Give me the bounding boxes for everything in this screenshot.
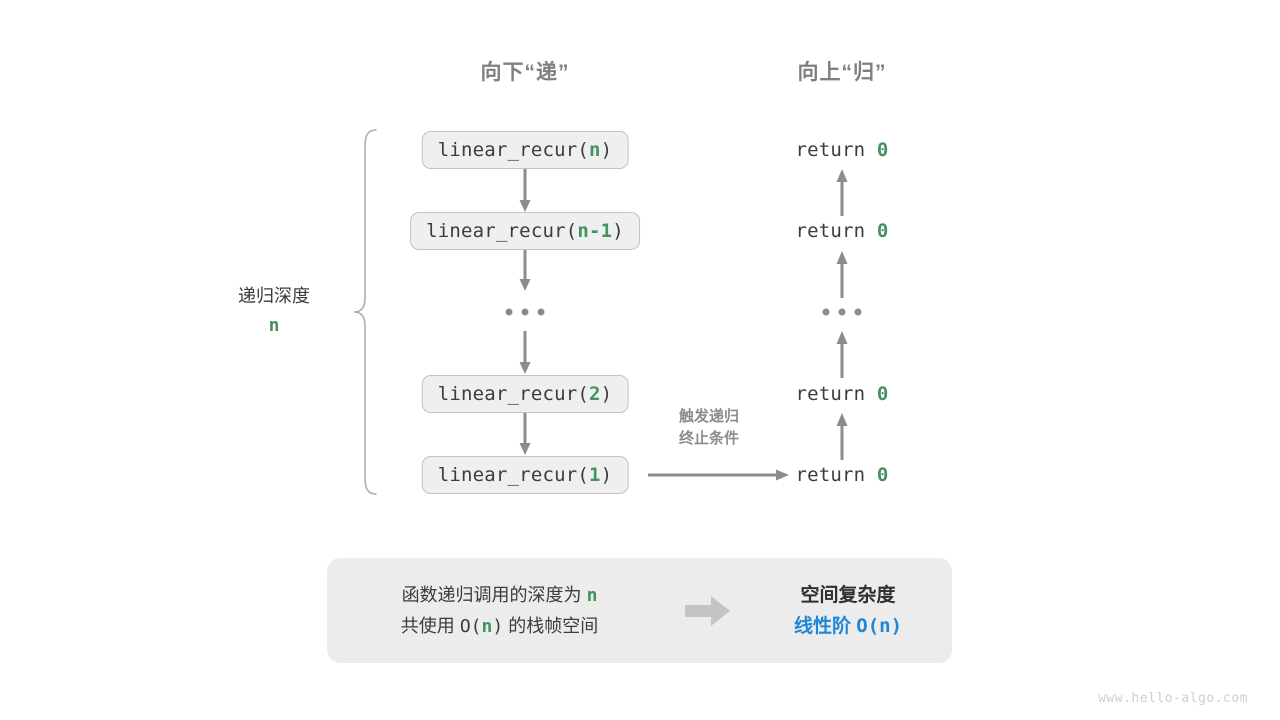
return-value: 0 bbox=[876, 139, 889, 161]
down-arrow-3 bbox=[519, 331, 531, 374]
summary-line-2-post: 的栈帧空间 bbox=[508, 615, 599, 636]
call-box-close: ) bbox=[612, 220, 624, 242]
dot bbox=[838, 308, 846, 316]
dot bbox=[854, 308, 862, 316]
summary-line-1-var: n bbox=[586, 584, 598, 606]
call-box-close: ) bbox=[600, 139, 613, 161]
watermark: www.hello-algo.com bbox=[1098, 691, 1248, 706]
return-value: 0 bbox=[876, 383, 889, 405]
down-arrow-1 bbox=[519, 169, 531, 212]
recursion-depth-text: 递归深度 bbox=[238, 286, 310, 306]
complexity-order-expr: O(n) bbox=[856, 614, 903, 637]
summary-right-text: 空间复杂度 线性阶 O(n) bbox=[744, 580, 952, 642]
down-arrow-2 bbox=[519, 250, 531, 291]
call-box-name: linear_recur( bbox=[426, 220, 578, 242]
termination-condition-note: 触发递归 终止条件 bbox=[679, 406, 739, 450]
call-box-close: ) bbox=[600, 464, 613, 486]
column-heading-descend: 向下“递” bbox=[480, 61, 570, 84]
summary-line-2-close: ) bbox=[492, 615, 504, 637]
termination-note-line1: 触发递归 bbox=[678, 408, 740, 425]
return-statement-2: return 0 bbox=[795, 220, 888, 242]
call-box-name: linear_recur( bbox=[437, 464, 590, 486]
call-box-name: linear_recur( bbox=[437, 383, 590, 405]
column-heading-ascend: 向上“归” bbox=[797, 61, 887, 84]
summary-left-text: 函数递归调用的深度为 n 共使用 O(n) 的栈帧空间 bbox=[327, 580, 672, 642]
dot bbox=[521, 308, 529, 316]
dot bbox=[505, 308, 513, 316]
right-arrow-icon bbox=[685, 595, 730, 626]
return-statement-1: return 0 bbox=[795, 139, 888, 161]
summary-line-2-pre: 共使用 bbox=[400, 615, 455, 636]
return-statement-4: return 0 bbox=[795, 464, 888, 486]
complexity-order-label: 线性阶 bbox=[793, 615, 851, 637]
call-box-linear-recur-n-1[interactable]: linear_recur(n-1) bbox=[410, 212, 640, 250]
space-complexity-title: 空间复杂度 bbox=[800, 584, 896, 606]
ellipsis-right bbox=[822, 308, 862, 316]
return-keyword: return bbox=[795, 383, 866, 405]
return-keyword: return bbox=[795, 464, 866, 486]
up-arrow-3 bbox=[836, 331, 848, 378]
call-box-arg: n-1 bbox=[577, 220, 613, 242]
up-arrow-2 bbox=[836, 251, 848, 298]
up-arrow-1 bbox=[836, 169, 848, 216]
summary-line-2-open: O( bbox=[459, 615, 482, 637]
space-complexity-value: 线性阶 O(n) bbox=[744, 611, 952, 642]
return-keyword: return bbox=[795, 139, 866, 161]
call-box-linear-recur-1[interactable]: linear_recur(1) bbox=[421, 456, 629, 494]
call-box-linear-recur-n[interactable]: linear_recur(n) bbox=[421, 131, 629, 169]
summary-line-1-text: 函数递归调用的深度为 bbox=[401, 584, 582, 605]
recursion-depth-label: 递归深度 n bbox=[238, 283, 310, 336]
complexity-summary-panel: 函数递归调用的深度为 n 共使用 O(n) 的栈帧空间 空间复杂度 线性阶 O(… bbox=[327, 558, 952, 663]
call-box-linear-recur-2[interactable]: linear_recur(2) bbox=[421, 375, 629, 413]
recursion-depth-value: n bbox=[268, 315, 280, 336]
dot bbox=[822, 308, 830, 316]
summary-line-2-var: n bbox=[481, 615, 493, 637]
call-box-arg: 2 bbox=[589, 383, 601, 405]
call-box-arg: 1 bbox=[589, 464, 601, 486]
return-value: 0 bbox=[876, 464, 889, 486]
dot bbox=[537, 308, 545, 316]
summary-implies-arrow-wrap bbox=[672, 595, 744, 627]
return-value: 0 bbox=[876, 220, 889, 242]
summary-line-2: 共使用 O(n) 的栈帧空间 bbox=[327, 611, 672, 642]
base-case-arrow bbox=[648, 469, 789, 481]
call-box-arg: n bbox=[589, 139, 601, 161]
call-box-close: ) bbox=[600, 383, 613, 405]
up-arrow-4 bbox=[836, 413, 848, 460]
termination-note-line2: 终止条件 bbox=[678, 430, 740, 447]
down-arrow-4 bbox=[519, 413, 531, 455]
call-box-name: linear_recur( bbox=[437, 139, 590, 161]
ellipsis-left bbox=[505, 308, 545, 316]
depth-brace bbox=[353, 129, 377, 495]
summary-line-1: 函数递归调用的深度为 n bbox=[327, 580, 672, 611]
return-keyword: return bbox=[795, 220, 866, 242]
return-statement-3: return 0 bbox=[795, 383, 888, 405]
